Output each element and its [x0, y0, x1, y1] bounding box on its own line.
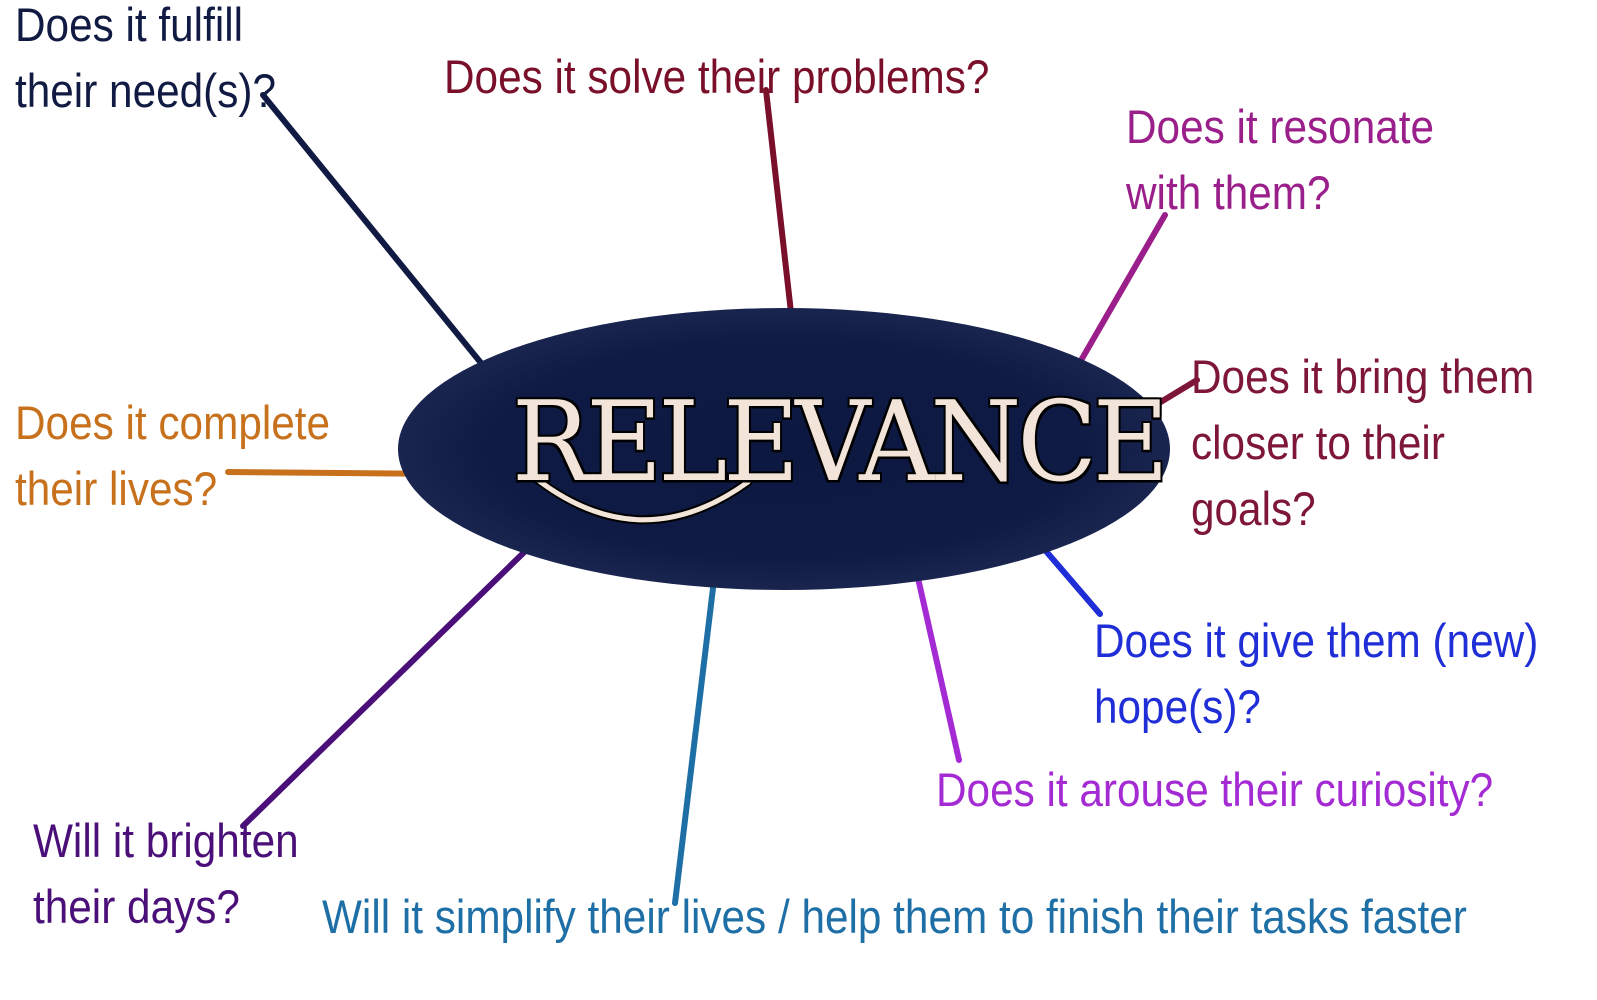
connector-need	[260, 92, 506, 393]
question-brighten: Will it brighten their days?	[33, 814, 299, 933]
question-resonate: Does it resonate with them?	[1126, 100, 1435, 219]
question-complete: Does it complete their lives?	[15, 396, 331, 515]
connector-curiosity	[908, 544, 962, 763]
question-simplify: Will it simplify their lives / help them…	[322, 890, 1467, 943]
relevance-title: RELEVANCE	[512, 377, 1169, 507]
question-need: Does it fulfill their need(s)?	[15, 0, 276, 117]
question-hope: Does it give them (new) hope(s)?	[1094, 614, 1539, 733]
connector-resonate	[1069, 212, 1168, 379]
question-problems: Does it solve their problems?	[444, 50, 990, 103]
connector-brighten	[240, 527, 550, 829]
relevance-ellipse	[398, 308, 1170, 590]
question-curiosity: Does it arouse their curiosity?	[936, 763, 1494, 816]
connector-simplify	[672, 552, 720, 906]
question-goals: Does it bring them closer to their goals…	[1191, 350, 1535, 535]
